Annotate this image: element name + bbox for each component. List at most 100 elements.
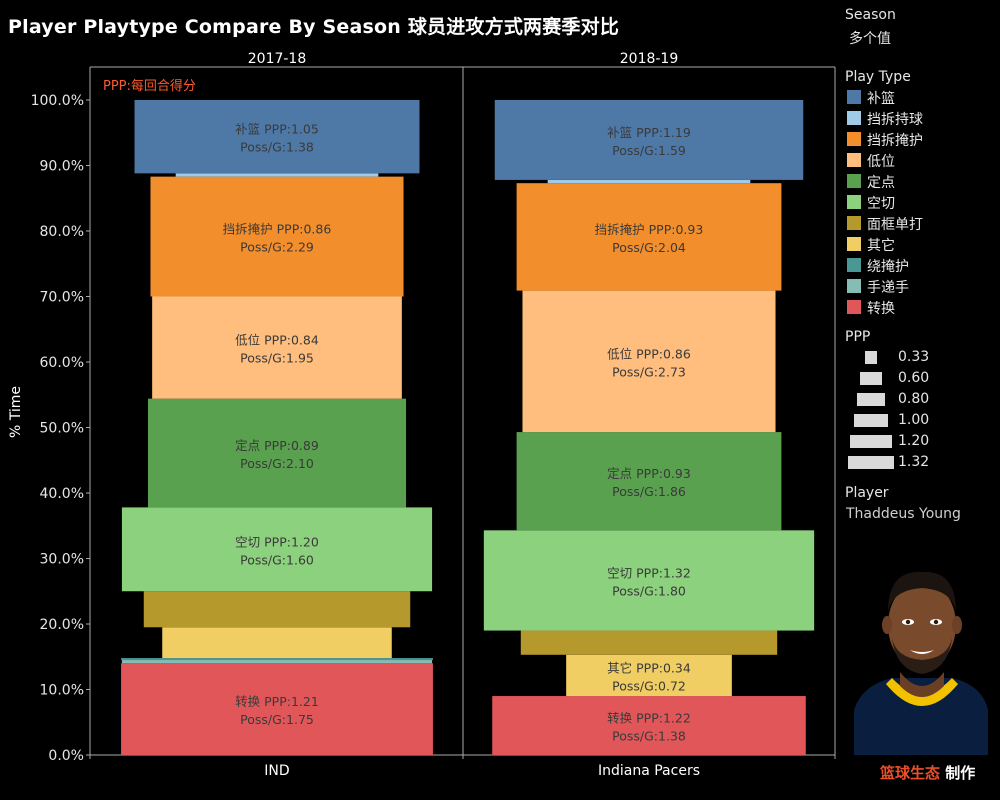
segment-label-poss: Poss/G:2.29	[240, 240, 314, 255]
team-label: IND	[264, 763, 289, 779]
season-filter-value[interactable]: 多个值	[849, 31, 891, 47]
playtype-swatch	[847, 195, 861, 209]
segment-低位	[152, 296, 402, 399]
playtype-legend-label: 挡拆掩护	[867, 133, 923, 149]
ppp-size-swatch	[853, 414, 889, 427]
segment-其它	[566, 654, 732, 697]
playtype-swatch	[847, 300, 861, 314]
segment-其它	[162, 627, 392, 659]
segment-定点	[516, 432, 782, 531]
segment-label-poss: Poss/G:1.95	[240, 351, 314, 366]
playtype-swatch	[847, 258, 861, 272]
y-tick-label: 30.0%	[40, 552, 84, 568]
credit: 篮球生态 制作	[880, 762, 975, 783]
segment-手递手	[121, 660, 433, 664]
playtype-legend-label: 挡拆持球	[867, 112, 923, 128]
ppp-size-label: 0.33	[898, 349, 930, 365]
segment-label-ppp: 其它 PPP:0.34	[607, 660, 691, 675]
playtype-swatch	[847, 174, 861, 188]
team-label: Indiana Pacers	[598, 763, 700, 779]
playtype-swatch	[847, 90, 861, 104]
chart: 0.0% 10.0% 20.0% 30.0% 40.0% 50.0% 60.0% 70.0% 8…	[8, 51, 836, 779]
ppp-size-label: 0.60	[898, 370, 930, 386]
segment-空切	[121, 507, 433, 592]
segment-挡拆掩护	[150, 176, 404, 297]
ppp-size-swatch	[848, 456, 894, 469]
segment-转换	[121, 663, 433, 755]
season-header: 2017-18	[248, 51, 307, 67]
y-tick-label: 50.0%	[40, 421, 84, 437]
segment-label-ppp: 空切 PPP:1.20	[235, 534, 319, 549]
credit-made: 制作	[945, 764, 976, 782]
player-legend-title: Player	[845, 485, 889, 501]
segment-label-ppp: 转换 PPP:1.22	[607, 711, 691, 726]
ppp-size-swatch	[865, 351, 877, 364]
segment-补篮	[134, 100, 420, 174]
y-tick-label: 20.0%	[40, 617, 84, 633]
playtype-swatch	[847, 216, 861, 230]
season-legend-title: Season	[845, 7, 896, 23]
chart-title: Player Playtype Compare By Season 球员进攻方式…	[8, 16, 620, 38]
segment-label-poss: Poss/G:1.86	[612, 484, 686, 499]
playtype-swatch	[847, 237, 861, 251]
y-tick-label: 10.0%	[40, 683, 84, 699]
ppp-size-label: 0.80	[898, 391, 930, 407]
segment-label-ppp: 定点 PPP:0.93	[607, 466, 691, 481]
playtype-legend-label: 定点	[867, 175, 895, 191]
ppp-size-swatch	[850, 435, 892, 448]
playtype-legend-label: 低位	[867, 154, 895, 170]
segment-label-poss: Poss/G:1.75	[240, 712, 314, 727]
segment-label-ppp: 低位 PPP:0.84	[235, 333, 319, 348]
ppp-legend-title: PPP	[845, 329, 871, 345]
y-tick-label: 0.0%	[48, 748, 84, 764]
segment-label-ppp: 补篮 PPP:1.19	[607, 125, 691, 140]
y-tick-label: 90.0%	[40, 159, 84, 175]
credit-brand: 篮球生态	[880, 764, 941, 782]
ppp-size-swatch	[857, 393, 885, 406]
y-tick-label: 60.0%	[40, 355, 84, 371]
segment-label-poss: Poss/G:0.72	[612, 678, 686, 693]
playtype-swatch	[847, 111, 861, 125]
playtype-swatch	[847, 153, 861, 167]
segment-低位	[522, 290, 776, 433]
ppp-size-swatch	[860, 372, 882, 385]
y-tick-label: 70.0%	[40, 290, 84, 306]
segment-label-poss: Poss/G:1.80	[612, 583, 686, 598]
segment-挡拆持球	[547, 179, 751, 184]
playtype-swatch	[847, 279, 861, 293]
y-tick-label: 100.0%	[31, 93, 84, 109]
playtype-legend-label: 手递手	[867, 280, 909, 296]
segment-定点	[147, 398, 407, 508]
ppp-size-label: 1.00	[898, 412, 930, 428]
ppp-annotation: PPP:每回合得分	[103, 78, 196, 94]
segment-label-ppp: 低位 PPP:0.86	[607, 346, 691, 361]
y-tick-label: 40.0%	[40, 486, 84, 502]
segment-面框单打	[143, 591, 411, 628]
segment-转换	[492, 696, 806, 755]
playtype-legend-label: 面框单打	[867, 217, 923, 233]
segment-label-poss: Poss/G:1.38	[612, 729, 686, 744]
segment-面框单打	[520, 630, 778, 655]
segment-label-poss: Poss/G:2.73	[612, 364, 686, 379]
ppp-size-label: 1.20	[898, 433, 930, 449]
playtype-legend-label: 补篮	[867, 91, 895, 107]
season-header: 2018-19	[620, 51, 679, 67]
segment-label-ppp: 空切 PPP:1.32	[607, 565, 691, 580]
playtype-legend-label: 其它	[867, 238, 895, 254]
player-avatar	[854, 571, 988, 755]
segment-label-ppp: 补篮 PPP:1.05	[235, 122, 319, 137]
segment-label-ppp: 定点 PPP:0.89	[235, 438, 319, 453]
player-filter-value[interactable]: Thaddeus Young	[846, 506, 961, 522]
playtype-swatch	[847, 132, 861, 146]
segment-挡拆掩护	[516, 183, 782, 291]
segment-label-poss: Poss/G:2.10	[240, 456, 314, 471]
segment-补篮	[494, 100, 804, 180]
segment-label-ppp: 挡拆掩护 PPP:0.86	[223, 222, 332, 237]
y-tick-label: 80.0%	[40, 224, 84, 240]
segment-绕掩护	[121, 658, 433, 661]
segment-label-ppp: 挡拆掩护 PPP:0.93	[595, 222, 704, 237]
ppp-size-label: 1.32	[898, 454, 930, 470]
segment-label-poss: Poss/G:1.60	[240, 552, 314, 567]
segment-label-ppp: 转换 PPP:1.21	[235, 694, 319, 709]
playtype-legend-label: 绕掩护	[867, 259, 909, 275]
